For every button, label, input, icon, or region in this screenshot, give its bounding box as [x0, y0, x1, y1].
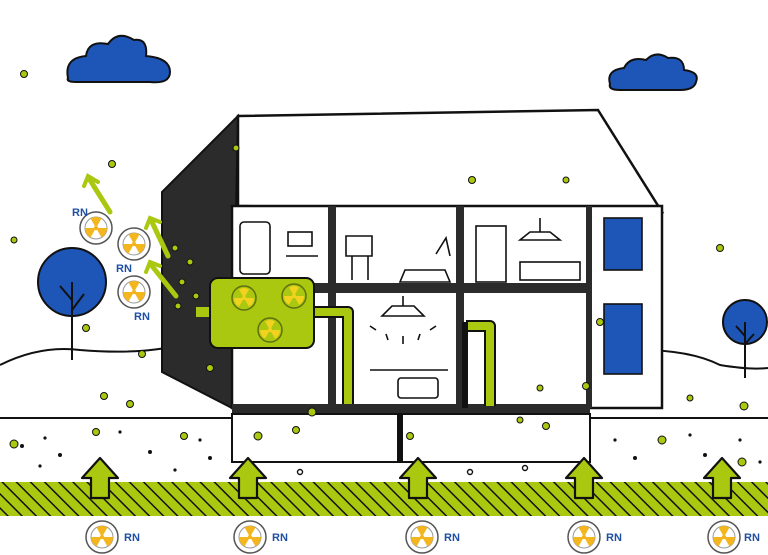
radon-particles — [9, 70, 749, 467]
escaping-radon-arrows — [82, 173, 179, 299]
radon-source-row: RN RN RN RN RN — [85, 520, 760, 554]
radiation-icon — [117, 227, 151, 261]
tree-icon — [37, 247, 107, 360]
radiation-icon — [707, 520, 741, 554]
rn-label: RN — [444, 532, 460, 544]
radiation-icon — [117, 275, 151, 309]
soil-particles — [20, 430, 762, 476]
radon-soil-layer — [0, 482, 768, 516]
rn-label: RN — [744, 532, 760, 544]
radon-emission-left: RN RN RN — [72, 207, 151, 323]
radiation-icon — [85, 520, 119, 554]
room-furniture — [239, 217, 643, 399]
cloud-icon — [66, 34, 172, 84]
radiation-icon — [405, 520, 439, 554]
house-side-wall — [161, 113, 240, 410]
cloud-icon — [608, 53, 698, 91]
rn-label: RN — [116, 263, 132, 275]
radiation-icon — [567, 520, 601, 554]
rn-label: RN — [124, 532, 140, 544]
rn-label: RN — [72, 207, 88, 219]
radon-accumulation-box — [196, 277, 315, 349]
rn-label: RN — [606, 532, 622, 544]
radiation-icon — [233, 520, 267, 554]
tree-icon — [722, 299, 768, 378]
radon-pipe — [310, 306, 496, 408]
house-roof — [236, 108, 665, 214]
rn-label: RN — [134, 311, 150, 323]
rn-label: RN — [272, 532, 288, 544]
